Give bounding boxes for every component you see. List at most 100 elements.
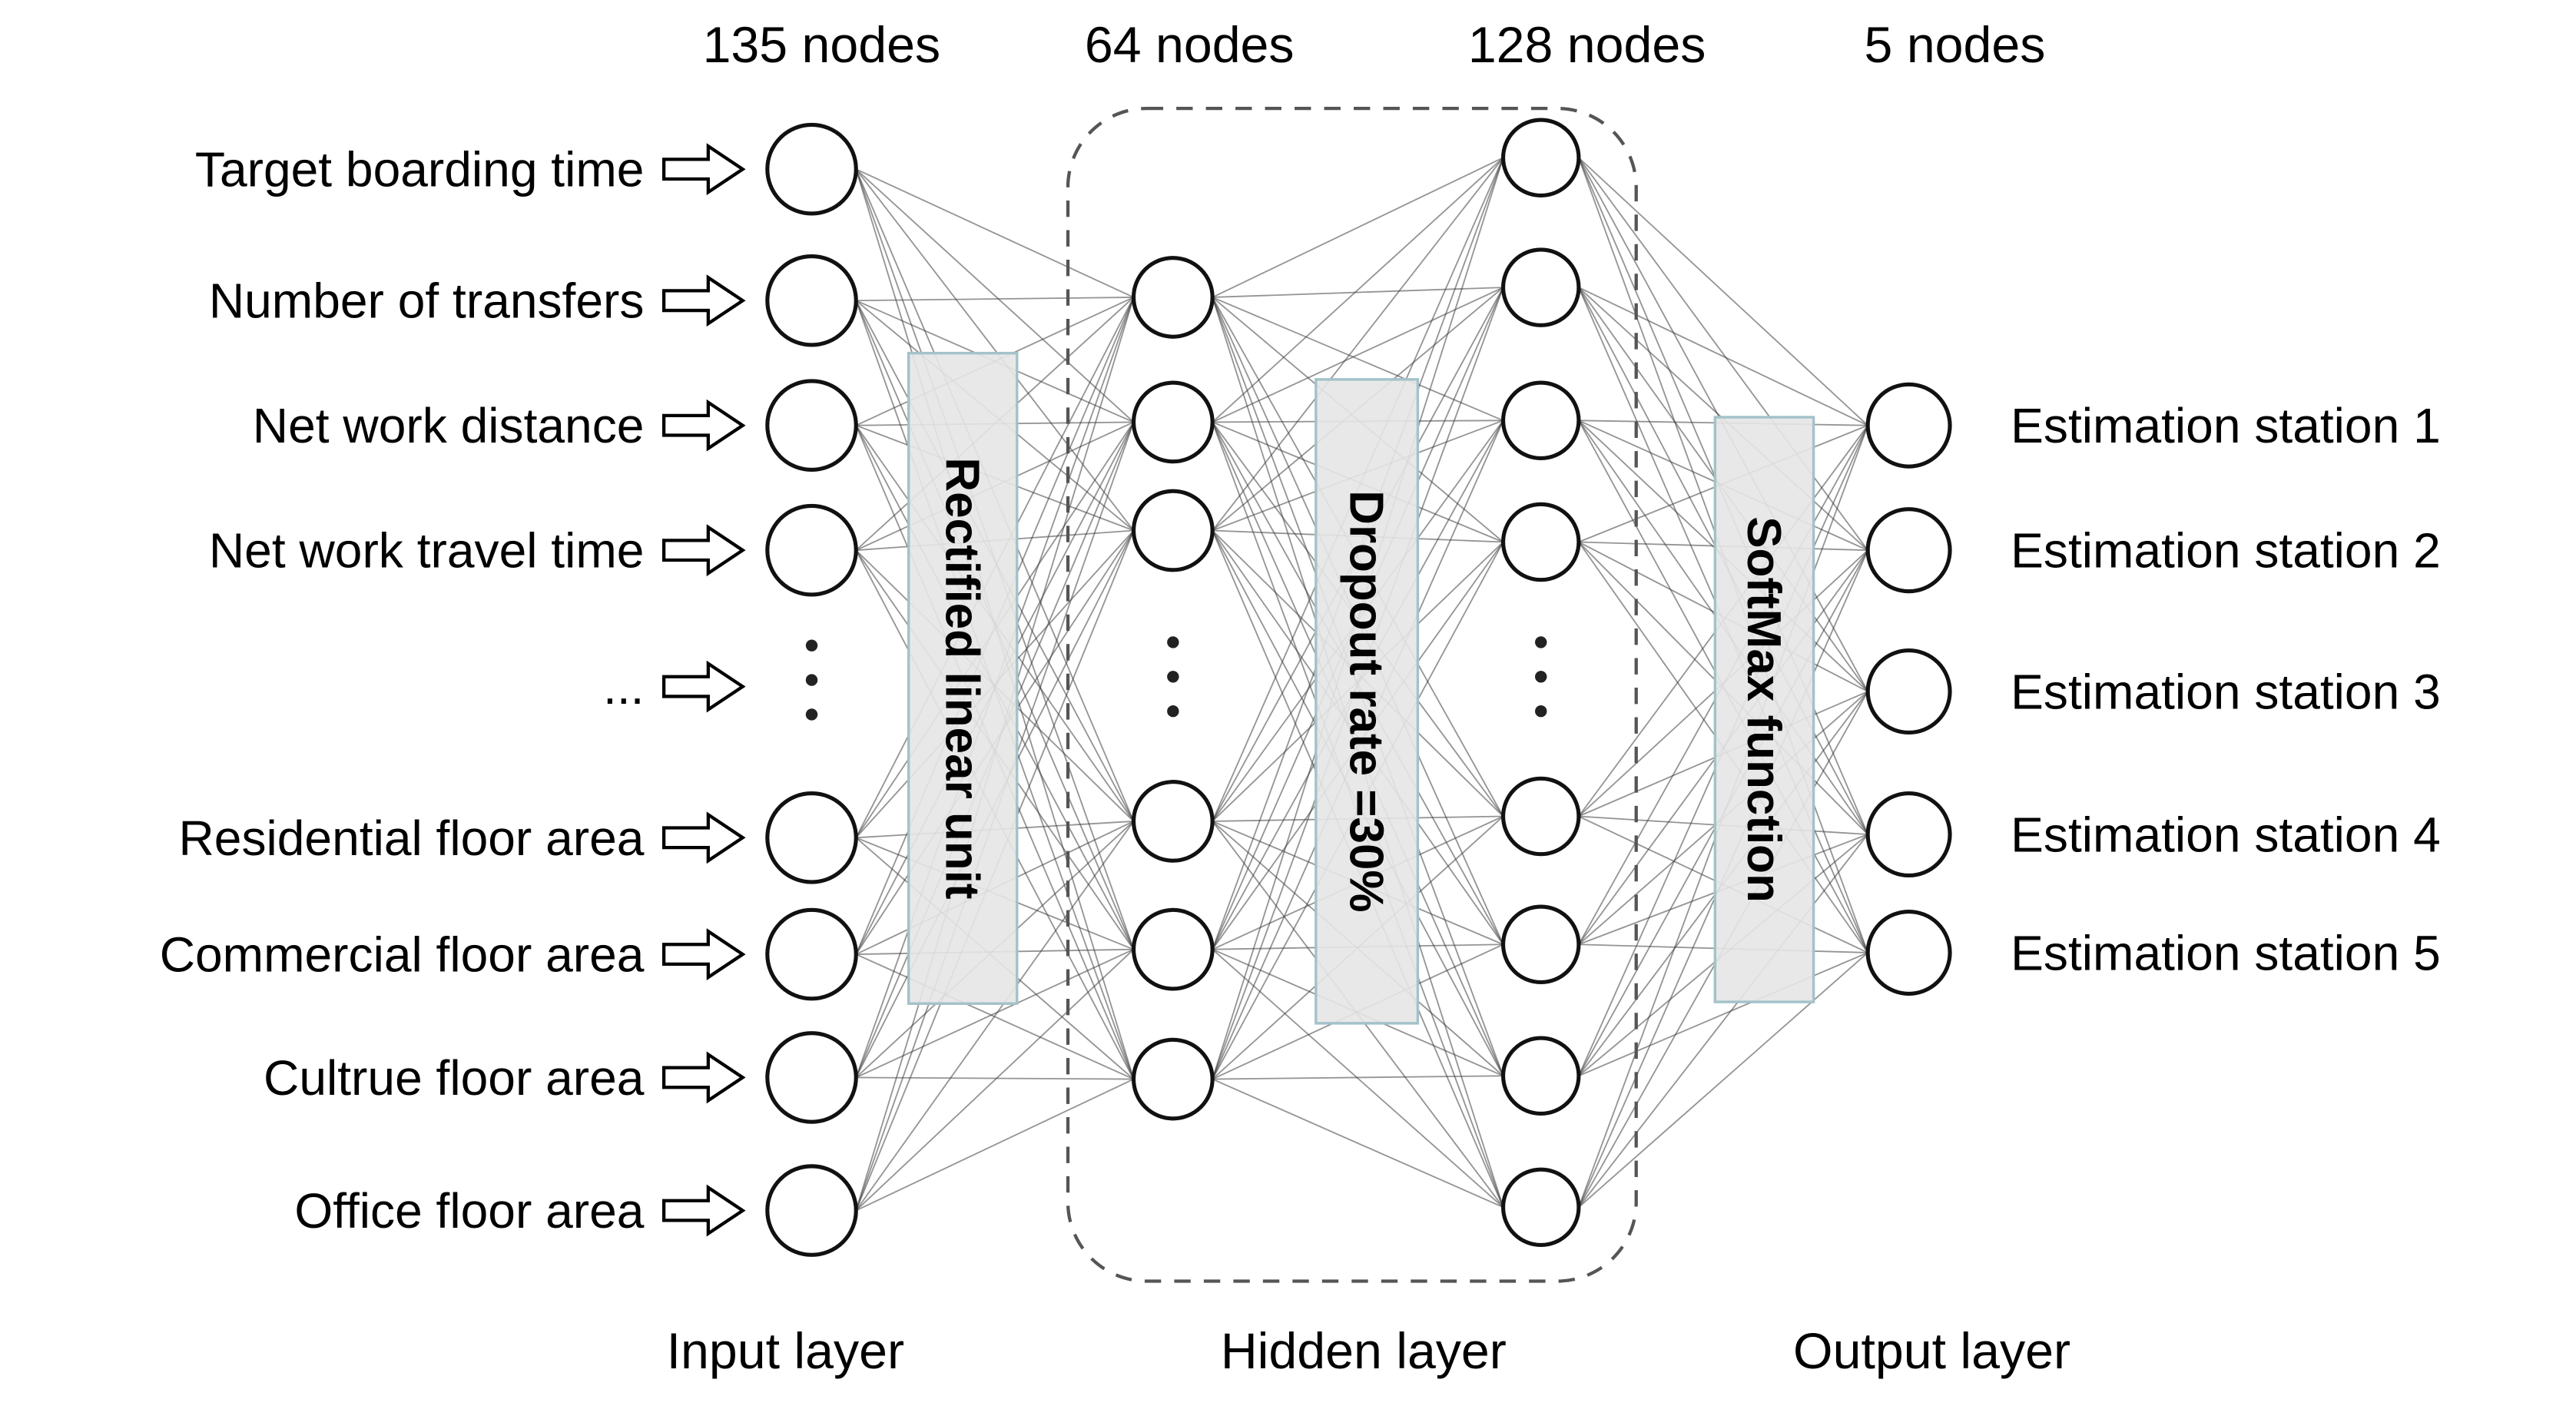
ellipsis-dot xyxy=(1535,636,1547,648)
input-node xyxy=(765,122,858,216)
softmax-label: SoftMax function xyxy=(1737,516,1790,903)
relu-box xyxy=(907,351,1019,1005)
hidden-layer-boundary xyxy=(1066,106,1638,1283)
input-node xyxy=(765,379,858,472)
input-arrow-icon xyxy=(661,1184,746,1237)
input-node xyxy=(765,503,858,597)
edge-line xyxy=(1578,952,1868,1077)
relu-label: Rectified linear unit xyxy=(936,457,989,899)
edge-line xyxy=(1212,1078,1503,1209)
count-label-hidden2_count: 128 nodes xyxy=(1468,17,1706,74)
output-label: Estimation station 1 xyxy=(2011,398,2441,453)
edge-line xyxy=(855,168,1134,298)
output-label: Estimation station 2 xyxy=(2011,523,2441,579)
input-arrows xyxy=(661,143,746,1237)
ellipsis-dot xyxy=(1535,671,1547,683)
edge-line xyxy=(1578,834,1868,1208)
edge-line xyxy=(855,949,1135,1212)
edge-line xyxy=(1212,1075,1503,1080)
layer-label-output_layer: Output layer xyxy=(1793,1323,2070,1380)
ellipsis-dot xyxy=(1167,636,1179,648)
edge-line xyxy=(856,297,1134,302)
input-label: Target boarding time xyxy=(195,142,645,197)
output-node xyxy=(1865,382,1952,469)
hidden1-node xyxy=(1131,780,1215,863)
input-arrow-icon xyxy=(661,524,746,577)
dropout-label: Dropout rate =30% xyxy=(1339,490,1392,912)
edge-line xyxy=(1212,297,1503,422)
input-label: Net work travel time xyxy=(209,523,645,579)
hidden2-node xyxy=(1500,380,1581,461)
count-label-hidden1_count: 64 nodes xyxy=(1085,17,1295,74)
input-arrow-icon xyxy=(661,143,746,196)
ellipsis-dot xyxy=(805,674,818,686)
input-arrow-icon xyxy=(661,274,746,327)
ellipsis-dot xyxy=(805,708,818,721)
layer-label-input_layer: Input layer xyxy=(667,1323,904,1380)
edge-line xyxy=(1578,287,1868,426)
edge-line xyxy=(855,1078,1134,1212)
input-label: Commercial floor area xyxy=(160,927,645,983)
edge-line xyxy=(1578,952,1868,1209)
hidden2-node xyxy=(1500,1167,1581,1248)
output-node xyxy=(1865,648,1952,735)
edge-line xyxy=(1212,948,1504,1208)
input-node xyxy=(765,791,858,884)
ellipsis-dot xyxy=(1535,705,1547,718)
output-label: Estimation station 4 xyxy=(2011,807,2441,862)
input-label: Net work distance xyxy=(253,398,645,453)
hidden2-node xyxy=(1500,904,1581,984)
input-label: Cultrue floor area xyxy=(264,1050,645,1106)
input-arrow-icon xyxy=(661,399,746,452)
hidden-layer-boundary-group xyxy=(1066,106,1638,1283)
hidden1-node xyxy=(1131,1037,1215,1121)
input-label: Residential floor area xyxy=(178,811,644,866)
ellipsis-dot xyxy=(805,639,818,652)
hidden2-node xyxy=(1500,1036,1581,1116)
edge-line xyxy=(1578,157,1868,551)
output-node xyxy=(1865,507,1952,594)
hidden1-node xyxy=(1131,256,1215,339)
edge-line xyxy=(856,1076,1134,1080)
input-label: Office floor area xyxy=(294,1183,644,1239)
layer-label-hidden_layer: Hidden layer xyxy=(1221,1323,1507,1380)
input-label: Number of transfers xyxy=(209,274,645,329)
dropout-box xyxy=(1315,378,1420,1025)
output-label: Estimation station 3 xyxy=(2011,664,2441,719)
edge-line xyxy=(1578,157,1868,426)
input-arrow-icon xyxy=(661,660,746,713)
hidden2-node xyxy=(1500,502,1581,582)
hidden1-node xyxy=(1131,907,1215,991)
hidden2-node xyxy=(1500,776,1581,857)
edge-line xyxy=(855,821,1135,1212)
output-label: Estimation station 5 xyxy=(2011,925,2441,980)
edge-line xyxy=(1212,157,1504,532)
input-node xyxy=(765,907,858,1001)
count-label-output_count: 5 nodes xyxy=(1865,17,2046,74)
hidden2-node xyxy=(1500,247,1581,327)
edge-line xyxy=(855,168,1135,423)
input-arrow-icon xyxy=(661,1051,746,1104)
hidden1-node xyxy=(1131,380,1215,464)
output-node xyxy=(1865,909,1952,996)
input-arrow-icon xyxy=(661,811,746,864)
softmax-box xyxy=(1713,416,1815,1003)
edge-line xyxy=(1212,157,1503,298)
operation-boxes: Rectified linear unit Dropout rate =30% So… xyxy=(907,351,1815,1025)
edge-line xyxy=(1212,157,1504,423)
nodes xyxy=(765,118,1952,1257)
input-arrow-icon xyxy=(661,928,746,981)
input-node xyxy=(765,254,858,347)
ellipsis-dot xyxy=(1167,671,1179,683)
input-node xyxy=(765,1164,858,1257)
output-node xyxy=(1865,791,1952,878)
ellipsis-dot xyxy=(1167,705,1179,718)
edge-line xyxy=(855,168,1135,532)
input-node xyxy=(765,1031,858,1124)
input-label: ... xyxy=(603,659,644,715)
hidden1-node xyxy=(1131,489,1215,572)
count-label-input_count: 135 nodes xyxy=(703,17,941,74)
